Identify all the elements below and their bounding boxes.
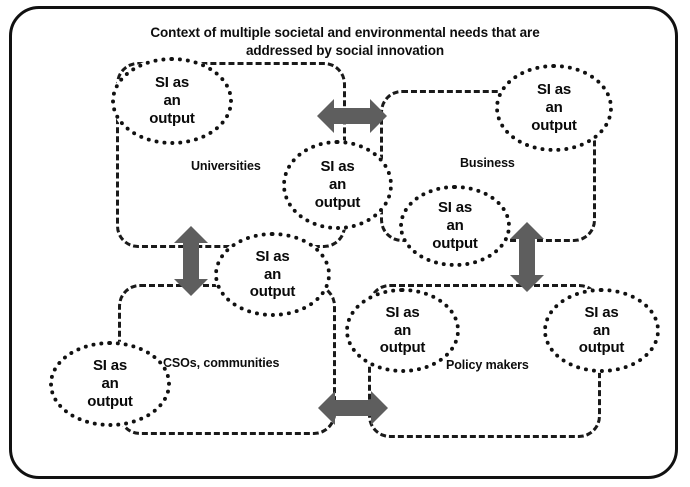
si-node-label: SI as an output <box>578 303 625 357</box>
si-node-csos-upper: SI as an output <box>214 232 331 317</box>
si-node-business-inner: SI as an output <box>399 185 511 267</box>
si-node-label: SI as an output <box>432 199 478 252</box>
si-node-label: SI as an output <box>87 357 133 410</box>
arrow-bottom-horizontal <box>318 389 388 427</box>
sector-label-csos-communities: CSOs, communities <box>163 356 280 370</box>
si-node-policy-left: SI as an output <box>345 288 460 373</box>
si-node-csos-lower: SI as an output <box>49 341 171 427</box>
si-node-label: SI as an output <box>531 81 577 134</box>
si-node-policy-right: SI as an output <box>543 288 660 373</box>
si-node-universities: SI as an output <box>111 57 233 145</box>
si-node-label: SI as an output <box>149 74 195 127</box>
arrow-right-vertical <box>508 222 546 292</box>
si-node-label: SI as an output <box>379 303 426 357</box>
outer-context-frame <box>9 6 678 479</box>
si-node-label: SI as an output <box>249 247 296 301</box>
sector-label-business: Business <box>460 156 515 170</box>
sector-label-universities: Universities <box>191 159 261 173</box>
page-title: Context of multiple societal and environ… <box>150 25 540 59</box>
sector-label-policy-makers: Policy makers <box>446 358 529 372</box>
arrow-top-horizontal <box>317 97 387 135</box>
si-node-center: SI as an output <box>282 140 393 230</box>
si-node-label: SI as an output <box>314 158 361 211</box>
arrow-left-vertical <box>172 226 210 296</box>
si-node-business-top: SI as an output <box>495 64 613 152</box>
